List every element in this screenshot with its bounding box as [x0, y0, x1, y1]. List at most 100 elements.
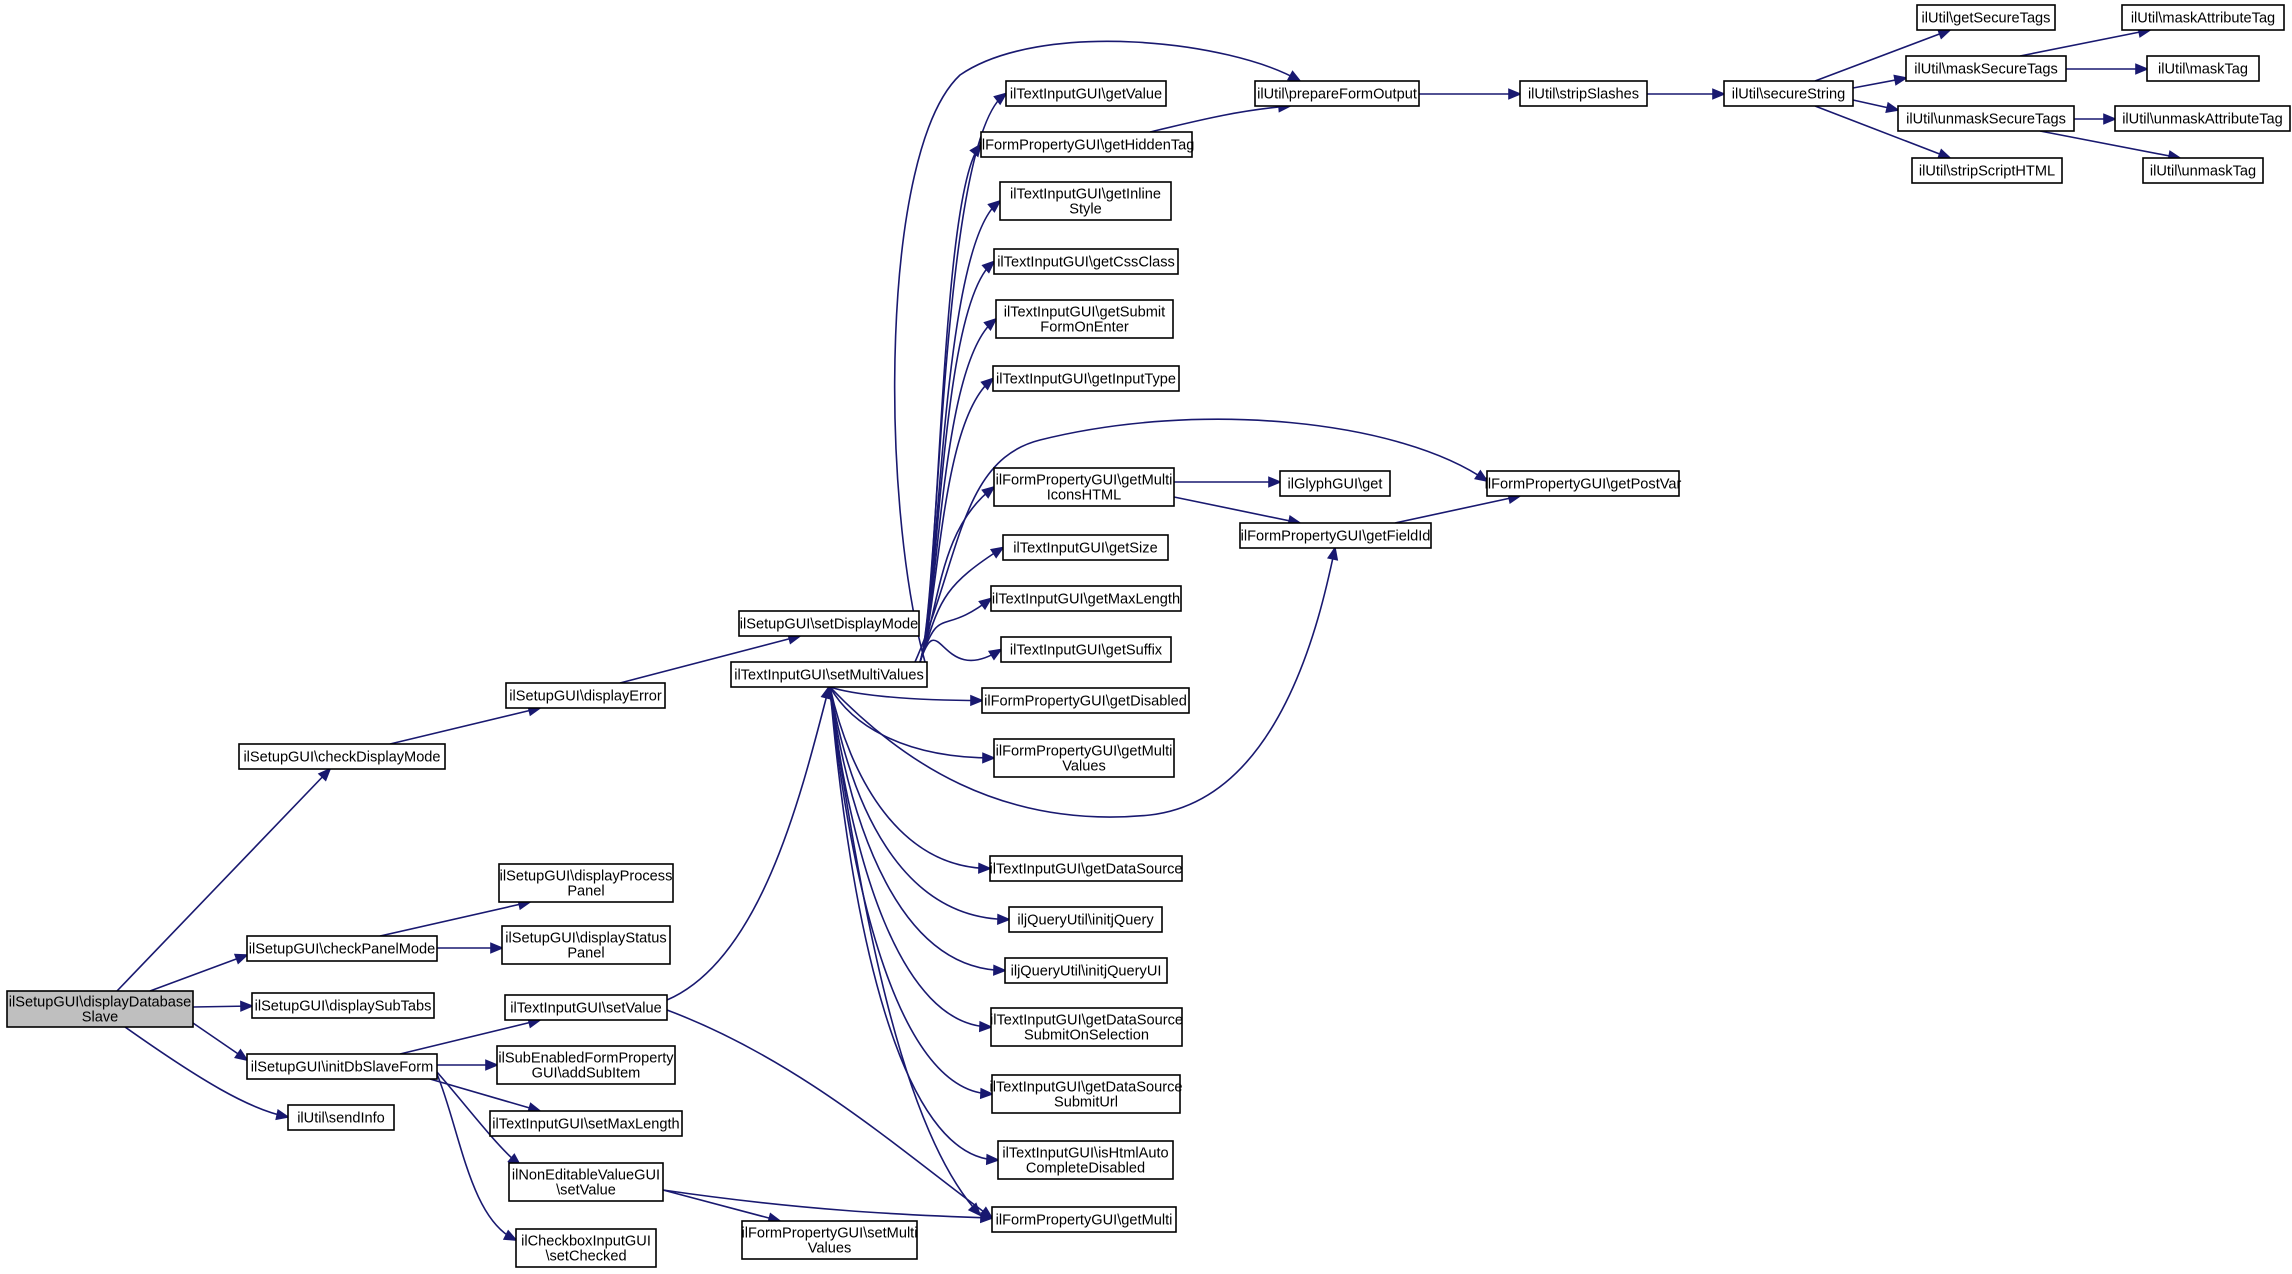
graph-node[interactable]: ilTextInputGUI\setValue — [504, 994, 668, 1021]
graph-node[interactable]: ilUtil\unmaskTag — [2142, 157, 2264, 184]
graph-node-label: CompleteDisabled — [1026, 1161, 1145, 1177]
graph-node-label: ilSetupGUI\displaySubTabs — [255, 999, 432, 1015]
graph-node-label: ilTextInputGUI\getDataSource — [989, 1080, 1182, 1096]
graph-node[interactable]: ilSetupGUI\checkPanelMode — [246, 935, 438, 962]
graph-node-label: ilFormPropertyGUI\getMulti — [996, 744, 1173, 760]
graph-node[interactable]: ilCheckboxInputGUI\setChecked — [515, 1228, 657, 1268]
graph-node[interactable]: ilTextInputGUI\getValue — [1005, 80, 1167, 107]
graph-node-box — [993, 248, 1179, 275]
graph-edge-line — [829, 686, 999, 1161]
graph-edge — [149, 953, 249, 992]
graph-node-label: ilNonEditableValueGUI — [512, 1168, 660, 1184]
graph-node[interactable]: ilUtil\secureString — [1723, 80, 1854, 107]
graph-node-label: iljQueryUtil\initjQueryUI — [1011, 964, 1162, 980]
graph-edge — [829, 686, 1012, 925]
graph-node-box — [501, 925, 671, 965]
graph-node[interactable]: ilUtil\sendInfo — [287, 1104, 395, 1131]
graph-edge-arrowhead — [502, 1229, 518, 1241]
graph-edge — [2039, 130, 2183, 162]
graph-node[interactable]: ilTextInputGUI\getCssClass — [993, 248, 1179, 275]
graph-node-label: Style — [1069, 202, 1101, 218]
graph-node[interactable]: ilGlyphGUI\get — [1279, 470, 1391, 497]
graph-node[interactable]: ilUtil\stripScriptHTML — [1911, 157, 2063, 184]
graph-node[interactable]: ilSetupGUI\checkDisplayMode — [238, 743, 446, 770]
graph-edge — [437, 1059, 500, 1071]
graph-node[interactable]: iljQueryUtil\initjQuery — [1008, 906, 1163, 933]
graph-node[interactable]: ilTextInputGUI\getDataSourceSubmitOnSele… — [990, 1007, 1183, 1047]
graph-edge — [919, 485, 996, 663]
graph-node-label: ilTextInputGUI\getDataSource — [990, 1013, 1183, 1029]
graph-node[interactable]: ilTextInputGUI\getInputType — [992, 365, 1180, 392]
graph-node-label: ilSetupGUI\displayDatabase — [9, 995, 192, 1011]
graph-edge-line — [919, 486, 995, 663]
graph-node-label: ilSetupGUI\checkPanelMode — [249, 942, 436, 958]
graph-edge-line — [893, 40, 1301, 663]
graph-edge-line — [666, 686, 830, 1001]
graph-edge-line — [116, 768, 331, 992]
graph-node-label: ilSetupGUI\checkDisplayMode — [243, 750, 440, 766]
graph-node[interactable]: ilNonEditableValueGUI\setValue — [508, 1162, 664, 1202]
graph-node[interactable]: ilTextInputGUI\getDataSource — [989, 855, 1183, 882]
graph-edge — [2019, 26, 2153, 57]
graph-edge — [919, 639, 1003, 663]
graph-node[interactable]: ilUtil\unmaskAttributeTag — [2114, 105, 2291, 132]
graph-node[interactable]: ilTextInputGUI\getSuffix — [1000, 636, 1172, 663]
graph-edge-arrowhead — [987, 199, 1002, 213]
graph-node[interactable]: ilSetupGUI\initDbSlaveForm — [246, 1053, 438, 1080]
graph-node-box — [489, 1110, 683, 1137]
graph-node-label: ilTextInputGUI\getMaxLength — [992, 592, 1180, 608]
graph-edge-arrowhead — [1885, 101, 1901, 113]
graph-edge-arrowhead — [969, 142, 983, 158]
graph-node[interactable]: ilFormPropertyGUI\getDisabled — [981, 687, 1190, 714]
graph-edge-line — [1394, 495, 1521, 524]
graph-node-box — [1279, 470, 1391, 497]
graph-node-label: ilTextInputGUI\setMultiValues — [734, 668, 924, 684]
graph-node[interactable]: ilSetupGUI\setDisplayMode — [738, 610, 920, 637]
graph-node[interactable]: ilFormPropertyGUI\getPostVar — [1485, 470, 1682, 497]
graph-node-box — [496, 1045, 676, 1085]
graph-node-label: ilUtil\stripScriptHTML — [1919, 164, 2055, 180]
graph-node[interactable]: ilFormPropertyGUI\getMulti — [991, 1206, 1177, 1233]
graph-node-box — [990, 585, 1182, 612]
graph-node[interactable]: ilUtil\stripSlashes — [1519, 80, 1648, 107]
graph-node[interactable]: ilUtil\maskSecureTags — [1905, 55, 2067, 82]
graph-edge-line — [919, 597, 992, 663]
graph-edge-arrowhead — [240, 1000, 255, 1012]
graph-node[interactable]: ilTextInputGUI\setMaxLength — [489, 1110, 683, 1137]
graph-node[interactable]: ilTextInputGUI\getMaxLength — [990, 585, 1182, 612]
graph-edge-line — [2019, 29, 2151, 57]
graph-node[interactable]: ilTextInputGUI\setMultiValues — [730, 661, 928, 688]
graph-node[interactable]: iljQueryUtil\initjQueryUI — [1004, 957, 1168, 984]
graph-node[interactable]: ilTextInputGUI\getSize — [1002, 534, 1169, 561]
graph-node[interactable]: ilUtil\getSecureTags — [1916, 4, 2056, 31]
graph-node[interactable]: ilSetupGUI\displayError — [505, 682, 666, 709]
graph-node[interactable]: ilTextInputGUI\isHtmlAutoCompleteDisable… — [997, 1140, 1174, 1180]
graph-node-label: ilUtil\unmaskSecureTags — [1906, 112, 2066, 128]
graph-node[interactable]: ilFormPropertyGUI\getHiddenTag — [979, 131, 1195, 158]
graph-node[interactable]: ilUtil\maskAttributeTag — [2121, 4, 2285, 31]
graph-node-label: ilUtil\unmaskTag — [2150, 164, 2256, 180]
graph-node[interactable]: ilUtil\maskTag — [2146, 55, 2260, 82]
graph-node[interactable]: ilSetupGUI\displaySubTabs — [251, 992, 435, 1019]
graph-node[interactable]: ilFormPropertyGUI\getFieldId — [1239, 522, 1432, 549]
graph-edge-arrowhead — [987, 648, 1003, 661]
graph-node[interactable]: ilUtil\prepareFormOutput — [1254, 80, 1420, 107]
graph-node-label: ilFormPropertyGUI\getMulti — [996, 473, 1173, 489]
graph-edge-arrowhead — [1936, 148, 1952, 160]
graph-node[interactable]: ilUtil\unmaskSecureTags — [1897, 105, 2075, 132]
graph-node-label: ilFormPropertyGUI\setMulti — [742, 1226, 918, 1242]
graph-edge-line — [829, 686, 991, 870]
graph-node[interactable]: ilFormPropertyGUI\setMultiValues — [741, 1220, 918, 1260]
graph-node-box — [1000, 636, 1172, 663]
graph-edge — [829, 686, 995, 1100]
graph-edge-arrowhead — [981, 260, 996, 274]
